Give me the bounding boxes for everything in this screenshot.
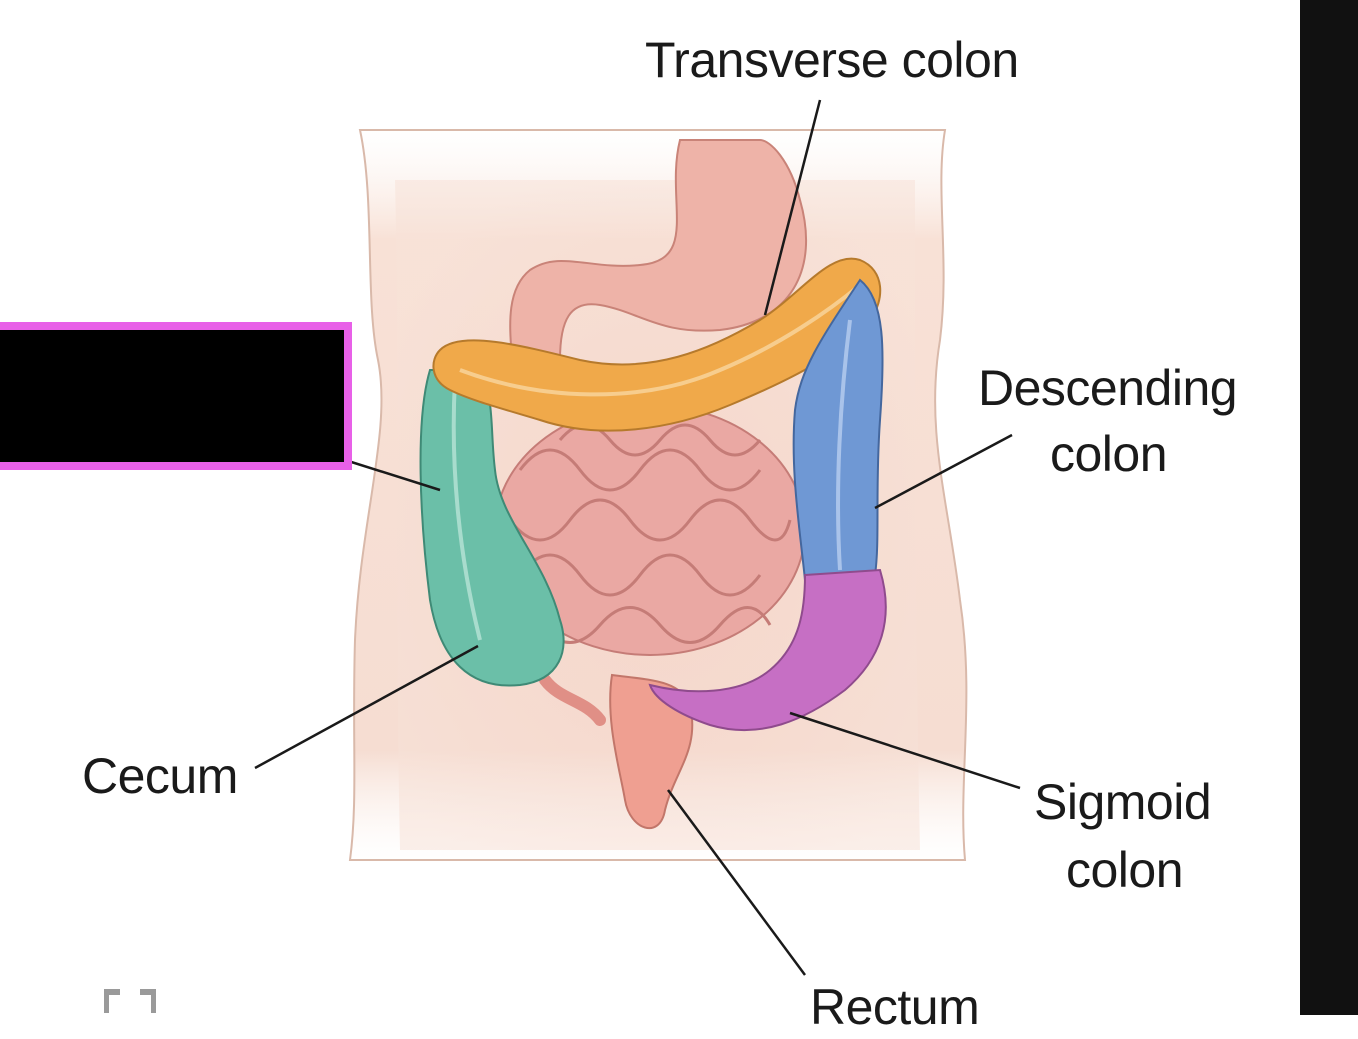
- label-rectum: Rectum: [810, 979, 980, 1035]
- colon-diagram: [254, 99, 1021, 976]
- label-cecum: Cecum: [82, 748, 238, 804]
- ascending-colon: [419, 369, 565, 687]
- redaction-box: [0, 322, 352, 470]
- expand-icon[interactable]: [104, 988, 156, 1015]
- stomach: [509, 139, 808, 361]
- label-sigmoid: Sigmoid: [1034, 774, 1212, 830]
- appendix: [539, 674, 606, 726]
- side-panel: [1300, 0, 1358, 1015]
- sigmoid-colon: [648, 568, 887, 732]
- label-descending: Descending: [978, 360, 1238, 416]
- label-sigmoid-colon: colon: [1066, 842, 1184, 898]
- leader-lines: [254, 99, 1021, 976]
- label-descending-colon: colon: [1050, 426, 1168, 482]
- label-transverse-colon: Transverse colon: [645, 32, 1019, 88]
